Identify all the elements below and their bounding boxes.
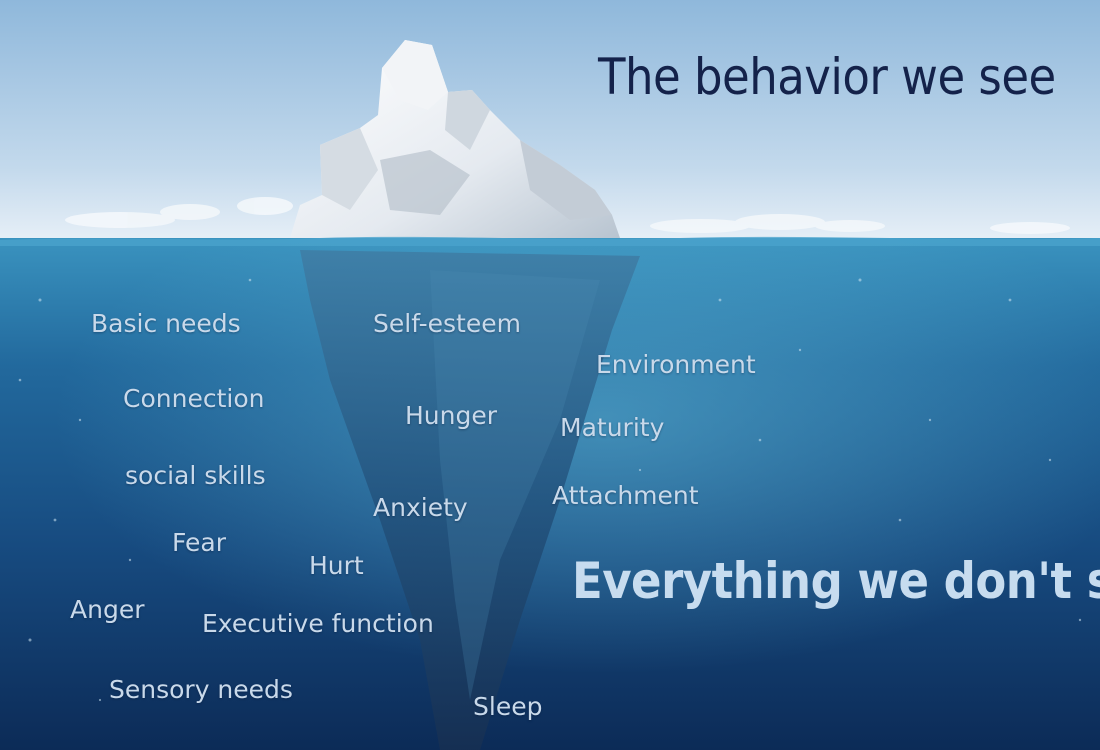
factor-environment: Environment (596, 350, 756, 379)
factor-attachment: Attachment (552, 481, 699, 510)
factor-social-skills: social skills (125, 461, 266, 490)
iceberg-submerged (300, 250, 640, 750)
factor-fear: Fear (172, 528, 226, 557)
headline-below-water: Everything we don't see (572, 552, 1100, 610)
factor-sensory-needs: Sensory needs (109, 675, 293, 704)
clouds (65, 197, 1070, 234)
factor-executive-function: Executive function (202, 609, 434, 638)
factor-anxiety: Anxiety (373, 493, 468, 522)
factor-hunger: Hunger (405, 401, 498, 430)
factor-self-esteem: Self-esteem (373, 309, 521, 338)
waterline (0, 236, 1100, 246)
factor-sleep: Sleep (473, 692, 543, 721)
factor-maturity: Maturity (560, 413, 665, 442)
headline-above-water: The behavior we see (598, 48, 1056, 106)
factor-anger: Anger (70, 595, 145, 624)
iceberg-tip (290, 40, 620, 238)
factor-basic-needs: Basic needs (91, 309, 241, 338)
factor-connection: Connection (123, 384, 265, 413)
bubbles (18, 278, 1082, 702)
factor-hurt: Hurt (309, 551, 364, 580)
